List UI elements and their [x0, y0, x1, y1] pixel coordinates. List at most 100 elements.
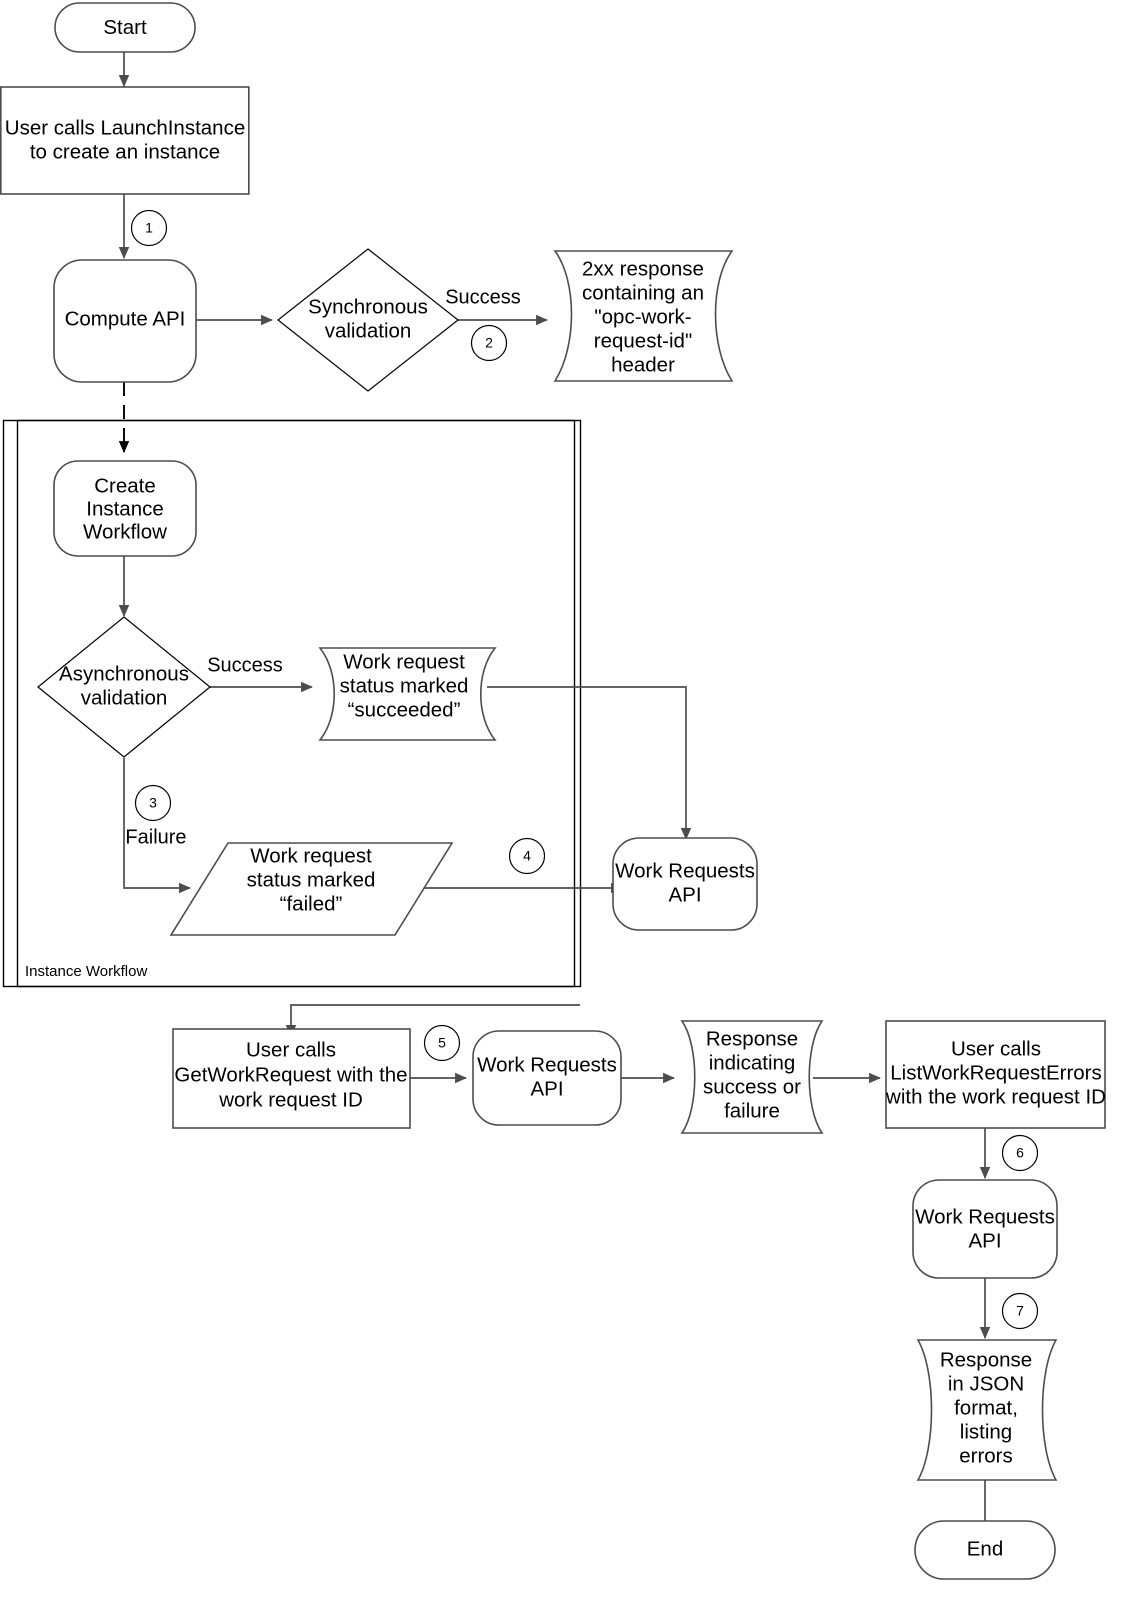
node-response-json[interactable]: Response in JSON format, listing errors — [916, 1339, 1058, 1481]
badge-1-circle — [130, 209, 168, 247]
synchronous-validation-line2: validation — [325, 319, 412, 342]
step-badge-3: 3 — [134, 784, 172, 822]
badge-2-label: 2 — [485, 335, 493, 351]
node-start[interactable]: Start — [54, 2, 196, 53]
response-success-failure-line3: success or — [703, 1075, 801, 1098]
response-2xx-line3: "opc-work- — [594, 305, 691, 328]
instance-workflow-inner-frame — [16, 419, 576, 988]
end-shape — [914, 1520, 1056, 1580]
instance-workflow-label: Instance Workflow — [25, 963, 147, 980]
step-badge-1: 1 — [130, 209, 168, 247]
asynchronous-validation-shape — [37, 616, 211, 758]
step-badge-5: 5 — [423, 1024, 461, 1062]
node-list-work-request-errors[interactable]: User calls ListWorkRequestErrors with th… — [885, 1020, 1106, 1129]
response-2xx-line4: request-id" — [594, 329, 692, 352]
create-instance-workflow-line1: Create — [94, 474, 156, 497]
compute-api-label: Compute API — [65, 307, 186, 330]
work-requests-api-2-line2: API — [530, 1077, 563, 1100]
edge-workflow-to-getworkrequest — [285, 1004, 580, 1037]
node-response-success-failure[interactable]: Response indicating success or failure — [680, 1020, 824, 1134]
response-json-line4: listing — [960, 1420, 1012, 1443]
list-work-request-errors-line2: ListWorkRequestErrors — [890, 1061, 1102, 1084]
node-compute-api[interactable]: Compute API — [53, 259, 197, 383]
connectors — [118, 52, 991, 1521]
badge-7-label: 7 — [1016, 1303, 1024, 1319]
list-work-request-errors-shape — [885, 1020, 1106, 1129]
work-requests-api-3-line1: Work Requests — [915, 1205, 1055, 1228]
get-work-request-shape — [172, 1028, 411, 1129]
node-launch-instance[interactable]: User calls LaunchInstance to create an i… — [0, 86, 250, 195]
status-succeeded-line2: status marked — [340, 674, 469, 697]
status-succeeded-shape — [318, 647, 497, 741]
status-failed-line2: status marked — [247, 868, 376, 891]
asynchronous-validation-line1: Asynchronous — [59, 662, 189, 685]
launch-instance-line1: User calls LaunchInstance — [5, 116, 245, 139]
list-work-request-errors-line3: with the work request ID — [885, 1085, 1106, 1108]
badge-7-circle — [1001, 1292, 1039, 1330]
response-2xx-shape — [553, 250, 734, 382]
get-work-request-line2: GetWorkRequest with the — [174, 1063, 407, 1086]
synchronous-validation-shape — [277, 248, 459, 392]
end-label: End — [967, 1537, 1003, 1560]
response-json-line2: in JSON — [948, 1372, 1024, 1395]
badge-4-label: 4 — [523, 848, 531, 864]
synchronous-validation-line1: Synchronous — [308, 295, 428, 318]
badge-2-circle — [470, 324, 508, 362]
work-requests-api-3-line2: API — [968, 1229, 1001, 1252]
list-work-request-errors-line1: User calls — [951, 1037, 1041, 1060]
create-instance-workflow-line3: Workflow — [83, 520, 167, 543]
work-requests-api-1-line1: Work Requests — [615, 859, 755, 882]
node-work-requests-api-2[interactable]: Work Requests API — [472, 1030, 622, 1126]
node-create-instance-workflow[interactable]: Create Instance Workflow — [53, 460, 197, 557]
get-work-request-line1: User calls — [246, 1038, 336, 1061]
node-asynchronous-validation[interactable]: Asynchronous validation — [37, 616, 211, 758]
badge-1-label: 1 — [145, 220, 153, 236]
node-work-requests-api-1[interactable]: Work Requests API — [612, 837, 758, 931]
edge-label-success-sync: Success — [445, 286, 521, 308]
badge-6-label: 6 — [1016, 1145, 1024, 1161]
response-2xx-line2: containing an — [582, 281, 704, 304]
response-json-line1: Response — [940, 1348, 1032, 1371]
compute-api-shape — [53, 259, 197, 383]
step-badge-2: 2 — [470, 324, 508, 362]
response-success-failure-line2: indicating — [709, 1051, 796, 1074]
edge-label-success-async: Success — [207, 654, 283, 676]
status-failed-line3: “failed” — [280, 892, 343, 915]
badge-5-circle — [423, 1024, 461, 1062]
badge-3-circle — [134, 784, 172, 822]
response-json-shape — [916, 1339, 1058, 1481]
node-synchronous-validation[interactable]: Synchronous validation — [277, 248, 459, 392]
edge-succeeded-to-wr-api — [487, 686, 692, 840]
work-requests-api-1-shape — [612, 837, 758, 931]
create-instance-workflow-shape — [53, 460, 197, 557]
asynchronous-validation-line2: validation — [81, 686, 168, 709]
response-success-failure-shape — [680, 1020, 824, 1134]
response-json-line3: format, — [954, 1396, 1018, 1419]
edge-label-failure-async: Failure — [125, 826, 186, 848]
badge-5-label: 5 — [438, 1035, 446, 1051]
node-2xx-response[interactable]: 2xx response containing an "opc-work- re… — [553, 250, 734, 382]
step-badge-6: 6 — [1001, 1134, 1039, 1172]
get-work-request-line3: work request ID — [218, 1088, 363, 1111]
edge-async-to-failed — [123, 758, 191, 894]
node-get-work-request[interactable]: User calls GetWorkRequest with the work … — [172, 1028, 411, 1129]
response-2xx-line1: 2xx response — [582, 257, 704, 280]
node-status-failed[interactable]: Work request status marked “failed” — [169, 842, 454, 936]
status-succeeded-line1: Work request — [343, 650, 465, 673]
status-failed-line1: Work request — [250, 844, 372, 867]
launch-instance-line2: to create an instance — [30, 140, 220, 163]
node-end[interactable]: End — [914, 1520, 1056, 1580]
instance-workflow-container: Instance Workflow — [2, 419, 582, 988]
response-success-failure-line4: failure — [724, 1099, 780, 1122]
node-work-requests-api-3[interactable]: Work Requests API — [912, 1179, 1058, 1279]
status-failed-shape — [169, 842, 454, 936]
launch-instance-shape — [0, 86, 250, 195]
start-shape — [54, 2, 196, 53]
work-requests-api-1-line2: API — [668, 883, 701, 906]
status-succeeded-line3: “succeeded” — [348, 698, 461, 721]
step-badge-7: 7 — [1001, 1292, 1039, 1330]
node-status-succeeded[interactable]: Work request status marked “succeeded” — [318, 647, 497, 741]
badge-6-circle — [1001, 1134, 1039, 1172]
